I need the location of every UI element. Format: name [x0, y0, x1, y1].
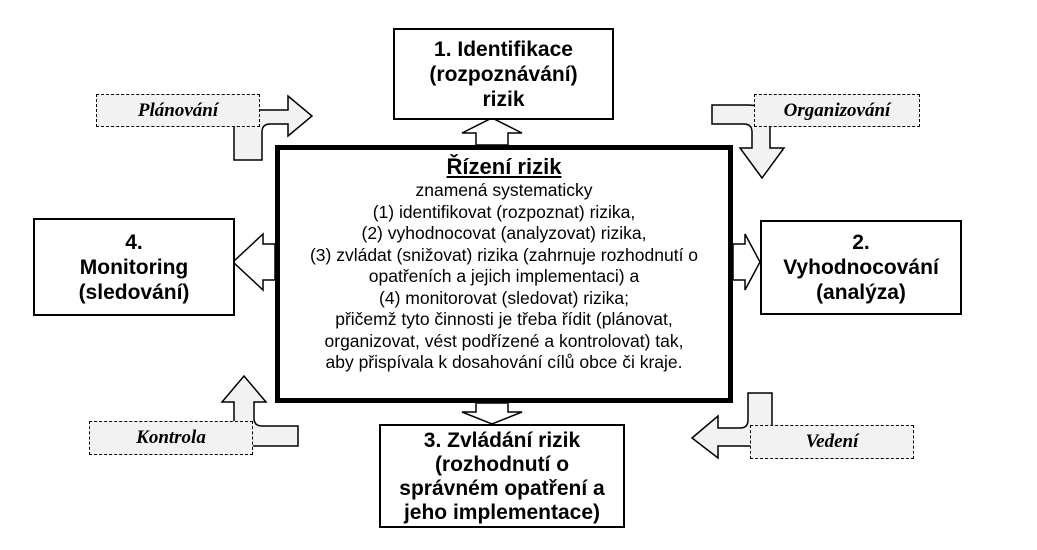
monitoring-line-1: 4. [125, 230, 143, 254]
monitoring-line-2: Monitoring [79, 255, 189, 279]
identification-line-3: rizik [482, 87, 525, 111]
monitoring-line-3: (sledování) [78, 280, 190, 304]
definition-line: aby přispívala k dosahování cílů obce či… [325, 352, 683, 372]
identification-line-2: (rozpoznávání) [429, 62, 578, 86]
definition-line: přičemž tyto činnosti je třeba řídit (pl… [335, 309, 673, 329]
identification-box: 1. Identifikace (rozpoznávání) rizik [393, 28, 614, 120]
identification-line-1: 1. Identifikace [434, 37, 573, 61]
risk-management-box: Řízení rizik znamená systematicky (1) id… [275, 145, 733, 403]
definition-line: (2) vyhodnocovat (analyzovat) rizika, [361, 223, 647, 243]
label-organizing: Organizování [754, 94, 920, 127]
definition-line: opatřeních a jejich implementaci) a [368, 266, 640, 286]
evaluation-box: 2. Vyhodnocování (analýza) [760, 220, 962, 315]
definition-line: znamená systematicky [415, 180, 593, 200]
label-control: Kontrola [89, 421, 253, 455]
handling-line-2: (rozhodnutí o [434, 453, 570, 476]
definition-line: (3) zvládat (snižovat) rizika (zahrnuje … [309, 244, 699, 265]
label-planning: Plánování [96, 94, 260, 127]
evaluation-line-2: Vyhodnocování [783, 256, 939, 279]
handling-line-3: správném opatření a [399, 477, 605, 500]
handling-line-1: 3. Zvládání rizik [423, 429, 581, 452]
label-leading: Vedení [750, 425, 914, 459]
definition-line: (1) identifikovat (rozpoznat) rizika, [372, 201, 636, 222]
arrow-down-to-handling [461, 402, 523, 425]
monitoring-box: 4. Monitoring (sledování) [33, 218, 235, 316]
definition-line: organizovat, vést podřízené a kontrolova… [324, 330, 684, 351]
risk-management-title: Řízení rizik [446, 154, 562, 179]
handling-box: 3. Zvládání rizik (rozhodnutí o správném… [379, 424, 625, 528]
arrow-left-to-monitoring [231, 232, 276, 292]
evaluation-line-1: 2. [852, 231, 870, 254]
definition-line: (4) monitorovat (sledovat) rizika; [379, 287, 629, 308]
arrow-right-to-evaluation [732, 233, 761, 291]
evaluation-line-3: (analýza) [816, 281, 906, 304]
handling-line-4: jeho implementace) [403, 501, 601, 524]
arrow-up-to-identification [461, 117, 523, 146]
